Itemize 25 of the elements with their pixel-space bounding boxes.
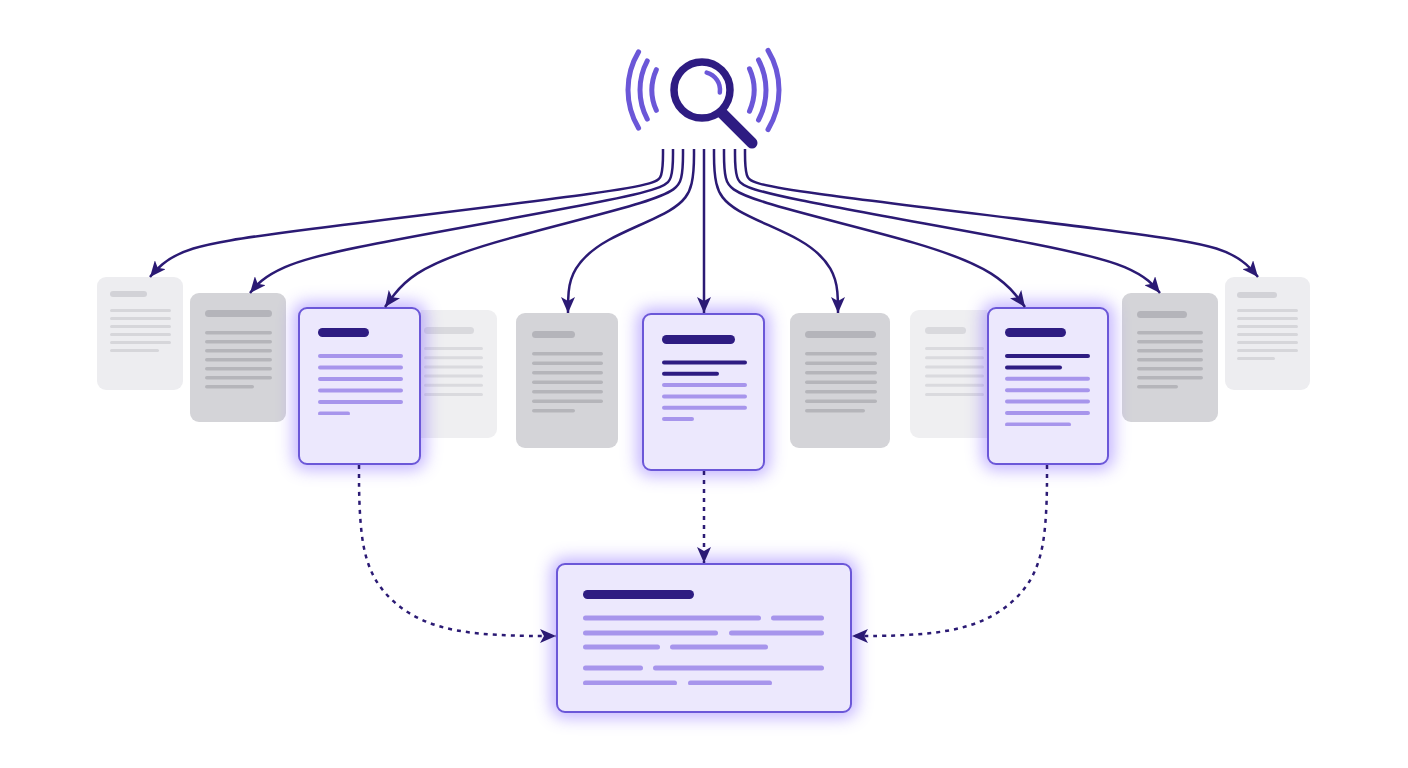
document-card xyxy=(910,310,987,438)
document-card xyxy=(1225,277,1310,390)
arrow xyxy=(561,149,696,313)
document-card xyxy=(790,313,890,448)
arrow xyxy=(149,149,665,278)
document-card xyxy=(421,310,497,438)
arrow xyxy=(712,149,845,313)
highlighted-document-card xyxy=(987,307,1109,465)
arrow xyxy=(733,149,1161,294)
document-card xyxy=(1122,293,1218,422)
dashed-arrow xyxy=(357,465,556,643)
search-icon xyxy=(625,47,782,149)
highlighted-document-card xyxy=(642,313,765,471)
arrow xyxy=(384,149,685,308)
arrow xyxy=(743,149,1259,278)
document-card xyxy=(516,313,618,448)
highlighted-document-card xyxy=(298,307,421,465)
arrow xyxy=(697,149,711,313)
arrow xyxy=(722,149,1026,308)
dashed-arrow xyxy=(697,471,711,563)
dashed-arrow xyxy=(852,465,1049,643)
document-card xyxy=(97,277,183,390)
arrow xyxy=(249,149,675,294)
document-card xyxy=(190,293,286,422)
wide-document-card xyxy=(556,563,852,713)
